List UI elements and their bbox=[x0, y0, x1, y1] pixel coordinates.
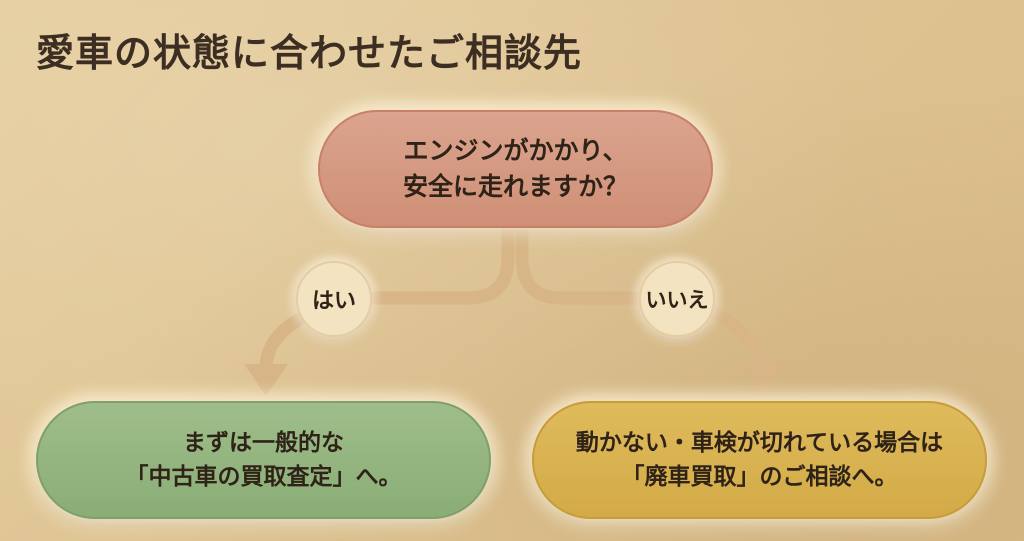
connector-no-upper bbox=[515, 221, 648, 305]
connector-yes-upper bbox=[365, 221, 515, 305]
question-line-1: エンジンがかかり、 bbox=[403, 135, 628, 165]
yes-outcome-node: まずは一般的な 「中古車の買取査定」へ。 bbox=[36, 401, 491, 519]
yes-badge: はい bbox=[296, 261, 372, 337]
no-badge: いいえ bbox=[639, 261, 715, 337]
arrowhead-yes bbox=[244, 364, 288, 396]
yes-outcome-line-1: まずは一般的な bbox=[183, 429, 344, 456]
arrowhead-no bbox=[740, 362, 784, 395]
no-outcome-line-1: 動かない・車検が切れている場合は bbox=[575, 429, 944, 456]
question-node: エンジンがかかり、 安全に走れますか？ bbox=[318, 110, 713, 228]
question-line-2: 安全に走れますか？ bbox=[402, 172, 628, 201]
no-outcome-node: 動かない・車検が切れている場合は 「廃車買取」のご相談へ。 bbox=[532, 401, 987, 519]
connector-no-lower bbox=[705, 305, 769, 371]
no-outcome-line-2: 「廃車買取」のご相談へ。 bbox=[621, 464, 898, 490]
page-title: 愛車の状態に合わせたご相談先 bbox=[36, 31, 583, 75]
connector-yes-lower bbox=[259, 311, 309, 373]
yes-outcome-line-2: 「中古車の買取査定」へ。 bbox=[125, 464, 402, 490]
